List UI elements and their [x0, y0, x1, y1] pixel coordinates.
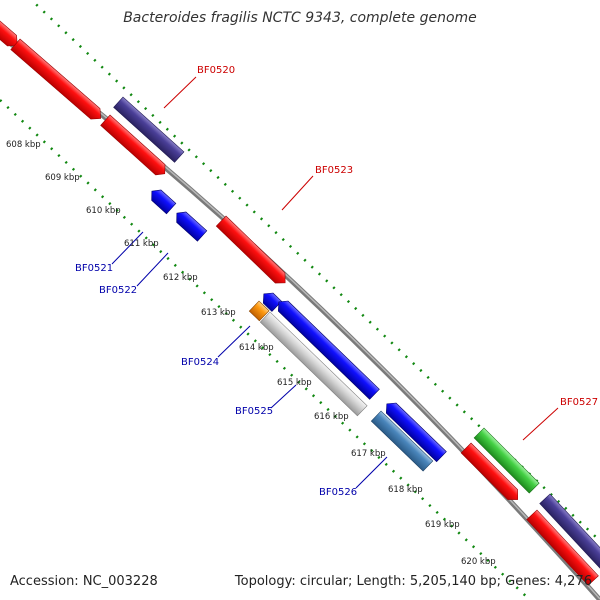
gene-arrow-bf0527	[473, 427, 540, 494]
gene-arrow-red-2	[460, 442, 518, 500]
kbp-label: 611 kbp	[124, 239, 159, 249]
gene-arrow-small-blue	[262, 292, 283, 312]
leader-bf0521	[111, 231, 144, 265]
gene-arrow-forward	[0, 6, 18, 47]
gene-label-bf0525: BF0525	[235, 406, 273, 417]
kbp-label: 613 kbp	[201, 308, 236, 318]
kbp-label: 618 kbp	[388, 485, 423, 495]
outer-tick-track	[29, 0, 600, 543]
gene-label-bf0520: BF0520	[197, 65, 235, 76]
gene-label-bf0524: BF0524	[181, 357, 219, 368]
map-title: Bacteroides fragilis NCTC 9343, complete…	[123, 10, 477, 26]
kbp-label: 614 kbp	[239, 343, 274, 353]
leader-bf0522	[136, 252, 169, 287]
topology-text: Topology: circular; Length: 5,205,140 bp…	[234, 574, 592, 589]
gene-label-bf0522: BF0522	[99, 285, 137, 296]
forward-genes	[0, 6, 600, 586]
gene-label-bf0523: BF0523	[315, 165, 353, 176]
gene-arrow-bf0524	[248, 300, 270, 322]
gene-arrow-red-3	[526, 509, 599, 586]
gene-label-bf0527: BF0527	[560, 397, 598, 408]
gene-arrow-bf0525	[259, 311, 368, 417]
kbp-label: 617 kbp	[351, 449, 386, 459]
leader-bf0526	[355, 456, 388, 489]
kbp-label: 620 kbp	[461, 557, 496, 567]
kbp-label: 609 kbp	[45, 173, 80, 183]
gene-arrow-purple-2	[539, 493, 600, 570]
leader-bf0525	[270, 384, 297, 409]
kbp-label: 612 kbp	[163, 273, 198, 283]
accession-text: Accession: NC_003228	[10, 574, 158, 589]
inner-tick-track	[0, 99, 531, 600]
leader-bf0523	[281, 175, 314, 211]
kbp-labels: 608 kbp 609 kbp 610 kbp 611 kbp 612 kbp …	[6, 140, 496, 567]
gene-arrow-bf0522	[176, 211, 208, 242]
gene-labels: BF0520 BF0523 BF0527 BF0521 BF0522 BF052…	[75, 65, 598, 498]
kbp-label: 608 kbp	[6, 140, 41, 150]
gene-label-bf0521: BF0521	[75, 263, 113, 274]
leader-bf0524	[217, 325, 251, 358]
kbp-label: 610 kbp	[86, 206, 121, 216]
gene-arrow-blue-long	[277, 300, 380, 400]
kbp-label: 619 kbp	[425, 520, 460, 530]
gene-arrow-bf0520	[10, 38, 102, 120]
leader-bf0527	[522, 407, 559, 441]
gene-arrow-purple	[113, 96, 185, 163]
gene-arrow-blue-2	[385, 402, 447, 463]
kbp-label: 616 kbp	[314, 412, 349, 422]
leader-bf0520	[163, 76, 197, 109]
gene-label-bf0526: BF0526	[319, 487, 357, 498]
gene-arrow-red	[100, 114, 166, 176]
gene-arrow-bf0526	[370, 410, 434, 472]
gene-arrow-bf0523	[215, 215, 286, 284]
reverse-genes	[151, 189, 447, 472]
kbp-label: 615 kbp	[277, 378, 312, 388]
gene-arrow-bf0521	[151, 189, 177, 215]
label-leaders	[111, 76, 559, 489]
